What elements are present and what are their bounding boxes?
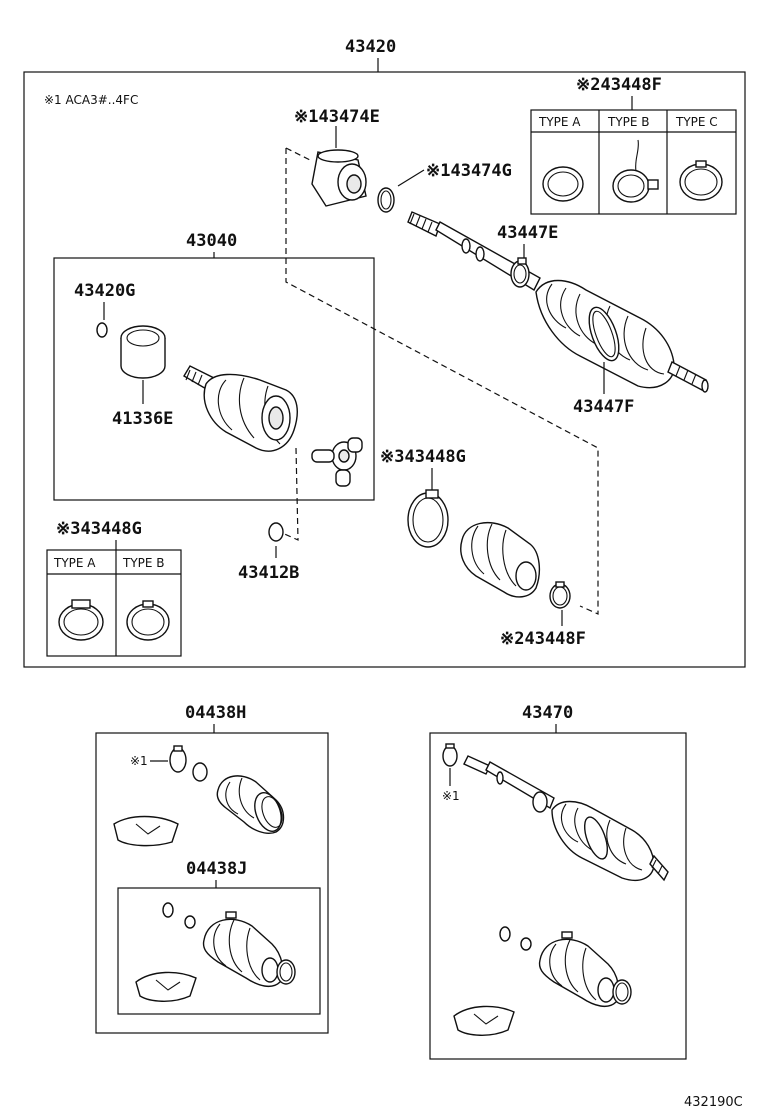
leader-43474G (397, 169, 425, 187)
illustration-code: 432190C (684, 1095, 743, 1110)
type-b-header-top: TYPE B (607, 115, 650, 129)
clamp-43448F-bottom[interactable] (549, 581, 571, 609)
type-a-header-left: TYPE A (53, 556, 96, 570)
clamp-43447E[interactable] (510, 257, 530, 288)
mark-1-left: ※1 (130, 754, 148, 768)
applicability-note: ※1 ACA3#..4FC (44, 93, 138, 107)
clamp-type-c-icon (679, 160, 723, 201)
type-a-header-top: TYPE A (538, 115, 581, 129)
clamp-43447F[interactable] (583, 304, 625, 365)
label-43447E[interactable]: 43447E (497, 223, 558, 243)
label-43448G-left[interactable]: ※343448G (56, 519, 142, 539)
label-04438H[interactable]: 04438H (185, 703, 246, 723)
label-43420G[interactable]: 43420G (74, 281, 135, 301)
dashed-assembly-outline (285, 148, 599, 615)
snap-ring-43420G[interactable] (96, 322, 108, 338)
kit-h-clamp-large[interactable] (169, 745, 187, 773)
type-c-header-top: TYPE C (675, 115, 718, 129)
label-43474E[interactable]: ※143474E (294, 107, 380, 127)
mark-1-right: ※1 (442, 789, 460, 803)
inner-boot[interactable] (460, 521, 541, 598)
label-43420[interactable]: 43420 (345, 37, 396, 57)
clamp-type-a-icon (542, 166, 584, 202)
label-43447F[interactable]: 43447F (573, 397, 634, 417)
kit-j-snap-ring-large[interactable] (162, 902, 174, 918)
clamp-43474G[interactable] (377, 187, 395, 213)
label-43040[interactable]: 43040 (186, 231, 237, 251)
dashed-top-link (285, 147, 311, 161)
kit-j-grease-pack[interactable] (135, 971, 197, 1002)
kit-04438H-frame (95, 732, 329, 1034)
inner-joint-frame (53, 257, 375, 501)
label-43470[interactable]: 43470 (522, 703, 573, 723)
label-43448F-bottom[interactable]: ※243448F (500, 629, 586, 649)
dashed-43412B-link (279, 447, 299, 541)
tripod-joint[interactable] (311, 437, 363, 487)
assy-shaft[interactable] (463, 755, 555, 813)
type-table-43448F (530, 109, 737, 215)
type-b-header-left: TYPE B (122, 556, 165, 570)
outer-joint-stub[interactable] (667, 361, 709, 393)
label-04438J[interactable]: 04438J (186, 859, 247, 879)
main-assembly-frame (23, 71, 746, 668)
kit-j-snap-ring-small[interactable] (184, 915, 196, 929)
kit-h-clamp-small[interactable] (192, 762, 208, 782)
bearing-41336E[interactable] (120, 325, 166, 379)
assy-inner-boot[interactable] (538, 931, 632, 1008)
assy-43470-frame (429, 732, 687, 1060)
kit-j-boot[interactable] (202, 911, 296, 988)
label-43448F-top[interactable]: ※243448F (576, 75, 662, 95)
assy-snap-ring-small[interactable] (520, 937, 532, 951)
inner-joint-housing[interactable] (183, 365, 298, 452)
clamp-type-a-left-icon (58, 599, 104, 641)
dust-cover-43474E[interactable] (311, 149, 367, 207)
assy-outer-boot[interactable] (551, 800, 669, 882)
clamp-43448G[interactable] (407, 489, 449, 548)
label-43412B[interactable]: 43412B (238, 563, 299, 583)
label-43474G[interactable]: ※143474G (426, 161, 512, 181)
kit-04438J-frame (117, 887, 321, 1015)
clamp-type-b-icon (612, 139, 659, 203)
assy-grease-pack[interactable] (453, 1005, 515, 1036)
type-table-43448G (46, 549, 182, 657)
kit-h-boot[interactable] (216, 775, 286, 835)
label-43448G-mid[interactable]: ※343448G (380, 447, 466, 467)
assy-clamp-small[interactable] (442, 743, 458, 767)
label-41336E[interactable]: 41336E (112, 409, 173, 429)
snap-ring-43412B[interactable] (268, 522, 284, 542)
kit-h-grease-pack[interactable] (113, 815, 179, 847)
clamp-type-b-left-icon (126, 600, 170, 641)
assy-snap-ring-large[interactable] (499, 926, 511, 942)
